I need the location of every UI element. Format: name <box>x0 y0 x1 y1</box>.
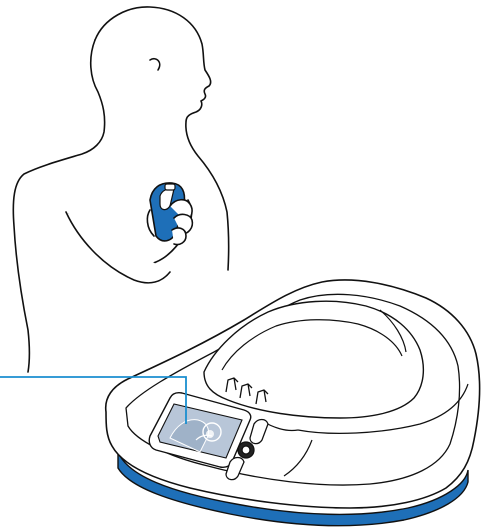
person-silhouette <box>13 7 228 372</box>
base-station <box>106 280 480 526</box>
